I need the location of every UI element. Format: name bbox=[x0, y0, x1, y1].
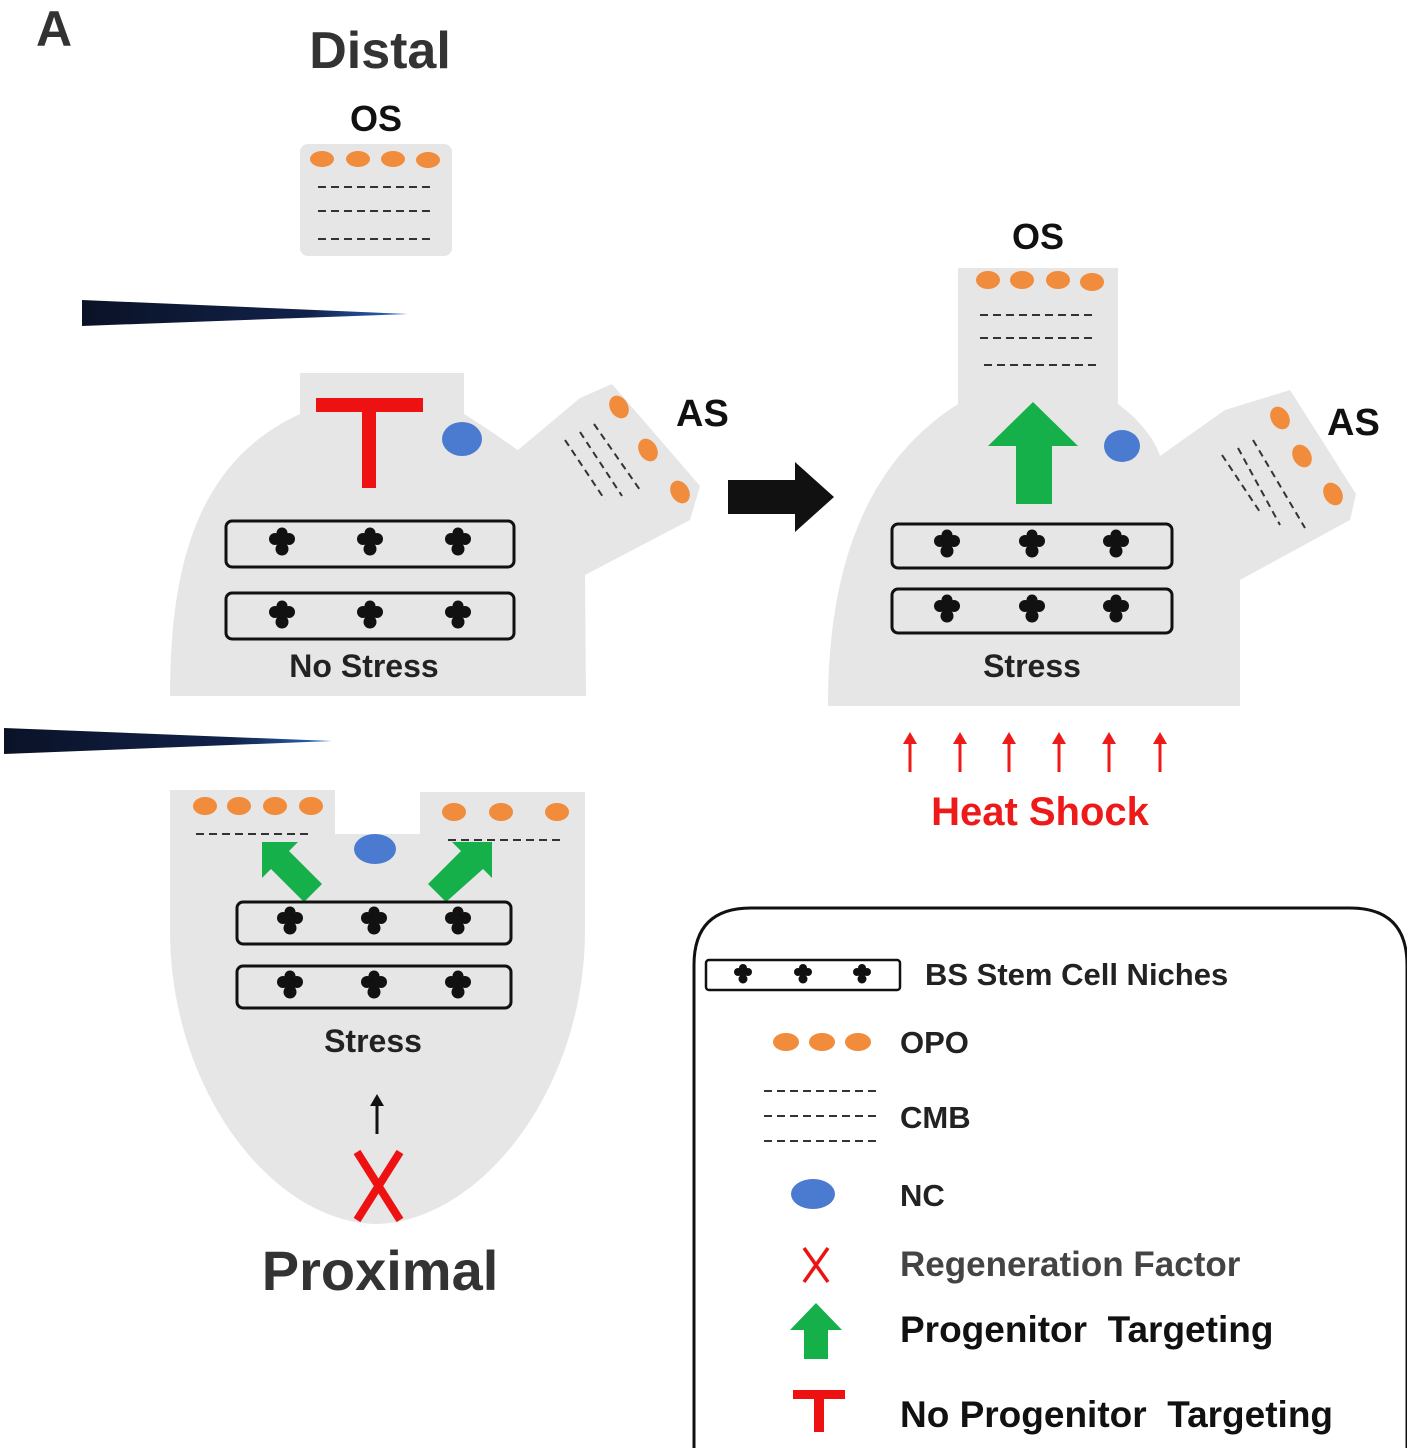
heat-arrow bbox=[1002, 732, 1016, 772]
panel-label: A bbox=[36, 1, 72, 57]
stress-label-bottom: Stress bbox=[324, 1023, 422, 1059]
cmb-icon bbox=[764, 1090, 880, 1142]
legend-label-opo: OPO bbox=[900, 1025, 969, 1060]
gradient-wedge-top bbox=[82, 300, 408, 326]
nc-cell-left bbox=[442, 422, 482, 456]
no-stress-label: No Stress bbox=[289, 648, 438, 684]
cmb-lines-bottom bbox=[196, 833, 565, 841]
os-label-right: OS bbox=[1012, 216, 1064, 257]
stem-cell-niche-row-6 bbox=[890, 587, 1174, 635]
as-region-left: AS bbox=[564, 393, 729, 504]
stem-cell-niche-row-5 bbox=[890, 522, 1174, 570]
as-label-left: AS bbox=[676, 393, 729, 435]
small-up-arrow bbox=[370, 1094, 384, 1134]
gradient-wedge-bottom bbox=[4, 728, 332, 754]
cmb-lines-right bbox=[980, 314, 1100, 366]
opo-icon bbox=[773, 1033, 871, 1051]
opo-row-bottom-left bbox=[193, 797, 323, 815]
heat-arrow bbox=[903, 732, 917, 772]
stress-label-right: Stress bbox=[983, 648, 1081, 684]
legend-label-cmb: CMB bbox=[900, 1100, 971, 1135]
legend-label-progenitor: Progenitor Targeting bbox=[900, 1309, 1273, 1350]
proximal-label: Proximal bbox=[262, 1239, 499, 1302]
opo-row-top bbox=[310, 151, 440, 168]
stem-cell-niche-row-1 bbox=[224, 519, 516, 569]
opo-row-right bbox=[976, 271, 1104, 291]
heat-arrows bbox=[903, 732, 1167, 772]
nc-cell-right bbox=[1104, 430, 1140, 462]
regeneration-factor-x bbox=[353, 1149, 404, 1223]
legend-label-regeneration: Regeneration Factor bbox=[900, 1245, 1241, 1284]
legend-label-nc: NC bbox=[900, 1178, 945, 1213]
heat-shock-label: Heat Shock bbox=[931, 790, 1150, 834]
no-progenitor-targeting-icon bbox=[793, 1390, 845, 1432]
heat-arrow bbox=[1153, 732, 1167, 772]
legend-label-no-progenitor: No Progenitor Targeting bbox=[900, 1394, 1333, 1435]
no-progenitor-targeting-symbol bbox=[316, 398, 423, 488]
fin-proximal-stress: Stress bbox=[170, 790, 585, 1224]
fin-heat-shock: OS AS bbox=[828, 216, 1380, 706]
cmb-lines-top bbox=[318, 186, 432, 240]
opo-row-bottom-right bbox=[442, 803, 569, 821]
stem-cell-niche-icon bbox=[704, 958, 902, 992]
distal-label: Distal bbox=[309, 22, 451, 80]
as-label-right: AS bbox=[1327, 402, 1380, 444]
progenitor-targeting-arrow-up bbox=[988, 402, 1078, 504]
os-fragment-top: OS bbox=[300, 98, 452, 256]
fin-no-stress: AS No Stress bbox=[170, 373, 729, 696]
nc-icon bbox=[791, 1179, 835, 1209]
heat-arrow bbox=[1102, 732, 1116, 772]
os-label-top: OS bbox=[350, 98, 402, 139]
progenitor-targeting-icon bbox=[790, 1303, 842, 1359]
transition-arrow bbox=[728, 462, 834, 532]
heat-arrow bbox=[953, 732, 967, 772]
legend-label-niches: BS Stem Cell Niches bbox=[925, 957, 1228, 992]
regeneration-factor-icon bbox=[802, 1246, 830, 1284]
heat-arrow bbox=[1052, 732, 1066, 772]
as-region-right: AS bbox=[1221, 402, 1380, 529]
progenitor-targeting-arrow-right bbox=[428, 842, 492, 902]
stem-cell-niche-row-4 bbox=[235, 964, 513, 1010]
legend: BS Stem Cell Niches OPO CMB NC Regenerat… bbox=[692, 906, 1407, 1448]
stem-cell-niche-row-3 bbox=[235, 900, 513, 946]
stem-cell-niche-row-2 bbox=[224, 591, 516, 641]
progenitor-targeting-arrow-left bbox=[262, 842, 322, 902]
nc-cell-bottom bbox=[354, 834, 396, 864]
